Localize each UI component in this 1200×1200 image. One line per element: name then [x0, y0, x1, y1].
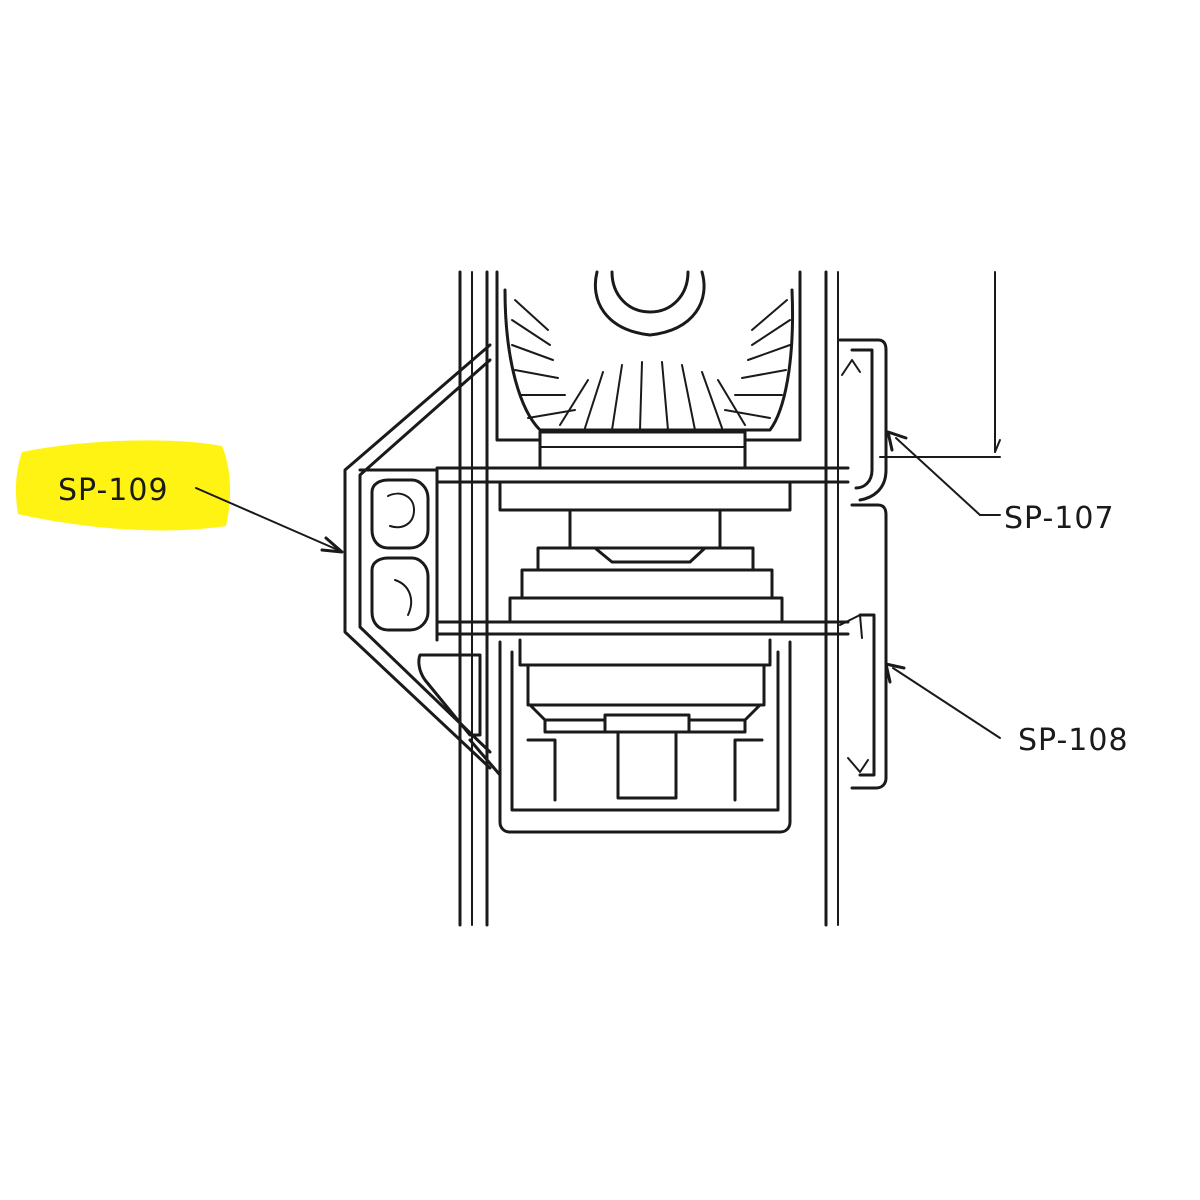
right-profile-sp108: [839, 503, 888, 790]
callout-sp108: SP-108: [1018, 723, 1129, 758]
upper-plates: [435, 430, 850, 550]
dimension-marker: [879, 271, 1001, 458]
leader-sp107: [895, 437, 981, 516]
side-profile-sp109: [343, 343, 502, 777]
label-highlight: [15, 440, 231, 531]
leader-lines: [195, 430, 1001, 739]
bevel-gear: [495, 270, 802, 442]
leader-sp108: [892, 667, 1001, 739]
callout-sp107: SP-107: [1004, 501, 1115, 536]
lower-channel: [498, 638, 792, 834]
callout-sp109: SP-109: [58, 473, 169, 508]
right-profile-sp107: [838, 338, 888, 502]
middle-block: [435, 546, 850, 636]
leader-sp109: [195, 487, 339, 551]
frame-rails: [458, 270, 839, 927]
